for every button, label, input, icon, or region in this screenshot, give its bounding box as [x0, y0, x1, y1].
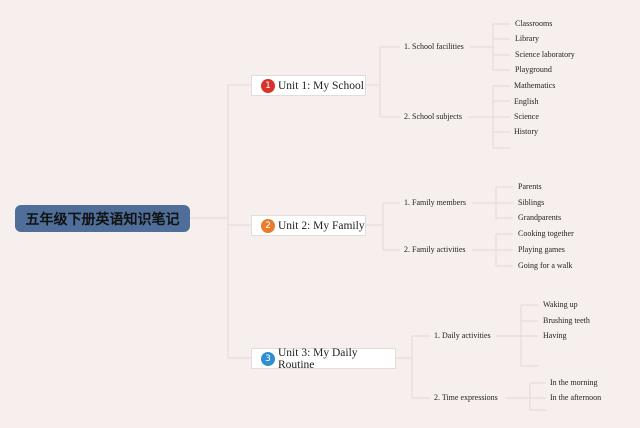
unit-2-node[interactable]: 2 Unit 2: My Family: [251, 215, 366, 236]
leaf-item[interactable]: Science: [514, 112, 539, 121]
group-label[interactable]: 1. Family members: [404, 198, 466, 207]
group-connector: [468, 85, 510, 149]
leaf-item[interactable]: Mathematics: [514, 81, 556, 90]
leaf-item[interactable]: Grandparents: [518, 213, 562, 222]
leaf-item[interactable]: Having: [543, 331, 567, 340]
leaf-item[interactable]: Cooking together: [518, 229, 574, 238]
leaf-item[interactable]: History: [514, 127, 538, 136]
group-label[interactable]: 2. School subjects: [404, 112, 462, 121]
group-label[interactable]: 1. Daily activities: [434, 331, 491, 340]
group-label[interactable]: 2. Family activities: [404, 245, 466, 254]
leaf-item[interactable]: Classrooms: [515, 19, 553, 28]
unit-2-label: Unit 2: My Family: [278, 219, 365, 232]
number-badge: 2: [261, 218, 275, 233]
root-topic[interactable]: 五年级下册英语知识笔记: [15, 205, 190, 232]
unit-3-label: Unit 3: My Daily Routine: [278, 346, 358, 371]
leaf-item[interactable]: Waking up: [543, 300, 578, 309]
number-badge: 1: [261, 78, 275, 93]
group-connector: [472, 233, 513, 267]
group-connector: [470, 23, 510, 71]
leaf-item[interactable]: Science laboratory: [515, 50, 575, 59]
leaf-item[interactable]: Playing games: [518, 245, 565, 254]
leaf-item[interactable]: Library: [515, 34, 539, 43]
leaf-item[interactable]: Brushing teeth: [543, 316, 590, 325]
unit3-branch: [396, 335, 430, 399]
group-connector: [472, 186, 513, 220]
unit2-branch: [366, 202, 400, 251]
group-connector: [505, 382, 546, 411]
leaf-item[interactable]: Siblings: [518, 198, 545, 207]
unit-3-node[interactable]: 3 Unit 3: My Daily Routine: [251, 346, 396, 371]
leaf-item[interactable]: Parents: [518, 182, 542, 191]
leaf-item[interactable]: In the afternoon: [550, 393, 602, 402]
unit-1-node[interactable]: 1 Unit 1: My School: [251, 75, 366, 96]
leaf-item[interactable]: Going for a walk: [518, 261, 573, 270]
leaf-item[interactable]: English: [514, 97, 539, 106]
group-connector: [496, 304, 538, 367]
unit-1-label: Unit 1: My School: [278, 79, 364, 92]
leaf-item[interactable]: Playground: [515, 65, 552, 74]
leaf-item[interactable]: In the morning: [550, 378, 598, 387]
group-label[interactable]: 2. Time expressions: [434, 393, 498, 402]
group-label[interactable]: 1. School facilities: [404, 42, 464, 51]
number-badge: 3: [261, 351, 275, 366]
unit1-branch: [366, 46, 400, 118]
